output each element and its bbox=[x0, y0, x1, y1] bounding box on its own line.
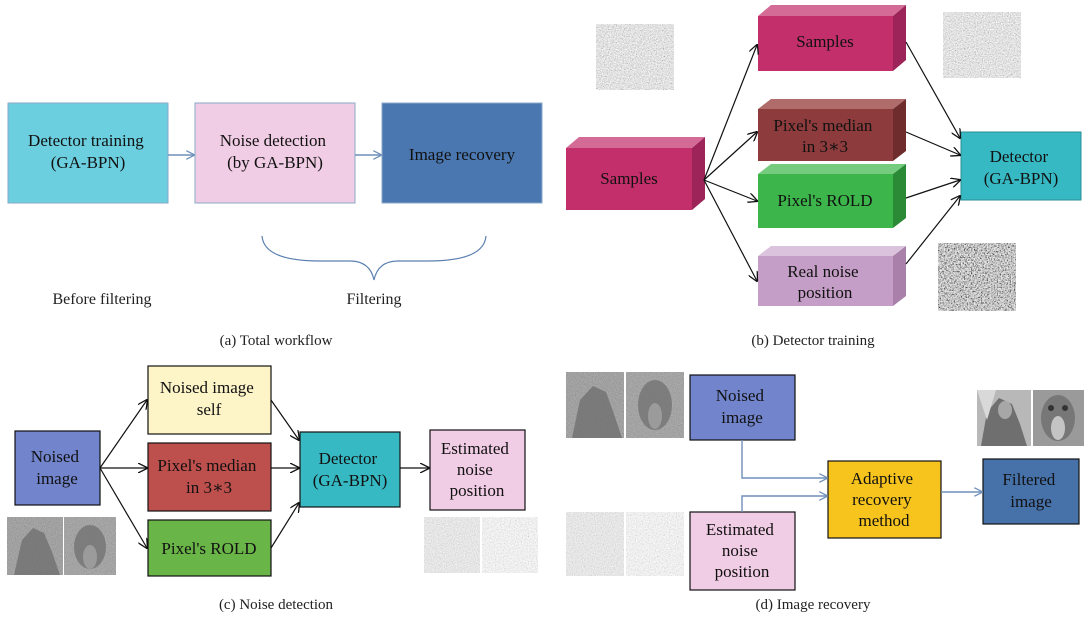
rold-label-c: Pixel's ROLD bbox=[161, 539, 256, 558]
noised-image-box-c bbox=[14, 430, 101, 506]
samples-top-label: Samples bbox=[796, 32, 854, 51]
adaptive-recovery-box bbox=[827, 460, 942, 539]
panel-d: Noised image Estimated noise position Ad… bbox=[566, 372, 1084, 613]
estimated-box-d bbox=[689, 511, 796, 591]
samples-left-block bbox=[566, 137, 705, 210]
arrow-c1 bbox=[99, 400, 147, 469]
real-noise-label: Real noise position bbox=[787, 262, 863, 302]
baboon-thumbnail-c bbox=[64, 517, 116, 575]
median-label-b: Pixel's median in 3∗3 bbox=[773, 116, 876, 156]
lena-thumbnail-c bbox=[7, 517, 63, 575]
real-noise-block bbox=[758, 246, 906, 306]
filtered-image-label: Filtered image bbox=[1002, 470, 1059, 511]
rold-block-b bbox=[758, 164, 906, 228]
filtering-label: Filtering bbox=[346, 291, 401, 308]
noise-thumbnail-b3 bbox=[938, 243, 1016, 311]
lena-thumbnail-d bbox=[566, 372, 624, 438]
samples-top-block bbox=[758, 5, 906, 71]
panel-c: Noised image Noised image self Pixel's m… bbox=[7, 365, 538, 613]
adaptive-recovery-label: Adaptive recovery method bbox=[851, 469, 918, 530]
detector-label-c: Detector (GA-BPN) bbox=[313, 449, 388, 490]
image-recovery-label: Image recovery bbox=[409, 145, 516, 164]
image-recovery-box bbox=[381, 102, 543, 204]
arrow-b4 bbox=[703, 179, 757, 281]
before-filtering-label: Before filtering bbox=[52, 291, 151, 308]
estimated-label-c: Estimated noise position bbox=[441, 439, 513, 500]
noise-thumbnail-c1 bbox=[424, 517, 480, 573]
median-block-b bbox=[758, 99, 906, 161]
detector-box-c bbox=[299, 431, 401, 508]
detector-label-b: Detector (GA-BPN) bbox=[984, 147, 1059, 188]
noised-image-self-box bbox=[147, 365, 272, 435]
caption-a: (a) Total workflow bbox=[220, 333, 333, 349]
noise-thumbnail-b2 bbox=[943, 12, 1021, 78]
caption-c: (c) Noise detection bbox=[219, 597, 334, 613]
median-label-c: Pixel's median in 3∗3 bbox=[157, 456, 260, 497]
noise-thumbnail-b1 bbox=[596, 24, 674, 90]
noise-thumbnail-d2 bbox=[626, 512, 684, 576]
caption-d: (d) Image recovery bbox=[756, 597, 871, 613]
arrow-b6 bbox=[905, 131, 960, 155]
lena-filtered-thumbnail bbox=[977, 390, 1031, 446]
noised-image-label-c: Noised image bbox=[31, 447, 83, 488]
arrow-b8 bbox=[905, 196, 960, 265]
noised-image-label-d: Noised image bbox=[716, 386, 768, 427]
samples-left-label: Samples bbox=[600, 169, 658, 188]
noise-thumbnail-c2 bbox=[482, 517, 538, 573]
panel-b: Samples Samples Pixel's median in 3∗3 Pi… bbox=[566, 5, 1082, 349]
noise-detection-label: Noise detection (by GA-BPN) bbox=[220, 131, 330, 172]
filtered-image-box bbox=[982, 458, 1080, 525]
panel-a: Detector training (GA-BPN) Noise detecti… bbox=[7, 102, 543, 349]
noised-image-self-label: Noised image self bbox=[160, 378, 258, 419]
estimated-label-d: Estimated noise position bbox=[706, 520, 778, 581]
arrow-c6 bbox=[270, 503, 299, 549]
filtering-brace bbox=[261, 235, 487, 281]
baboon-filtered-thumbnail bbox=[1033, 390, 1084, 446]
median-box-c bbox=[147, 442, 272, 512]
rold-label-b: Pixel's ROLD bbox=[777, 191, 872, 210]
caption-b: (b) Detector training bbox=[751, 333, 875, 349]
detector-box-b bbox=[960, 131, 1082, 201]
arrow-b3 bbox=[703, 179, 757, 201]
arrow-d1 bbox=[741, 440, 827, 478]
estimated-box-c bbox=[429, 429, 526, 511]
arrow-b2 bbox=[703, 132, 757, 181]
detector-training-label: Detector training (GA-BPN) bbox=[28, 131, 148, 172]
baboon-thumbnail-d bbox=[626, 372, 684, 438]
noise-thumbnail-d1 bbox=[566, 512, 624, 576]
arrow-c4 bbox=[270, 399, 299, 440]
arrow-b7 bbox=[905, 180, 960, 199]
noised-image-box-d bbox=[689, 374, 796, 441]
arrow-c3 bbox=[99, 467, 147, 548]
arrow-b1 bbox=[703, 45, 757, 181]
arrow-b5 bbox=[905, 41, 960, 138]
arrow-d2 bbox=[741, 496, 827, 512]
rold-box-c bbox=[147, 519, 272, 577]
detector-training-box bbox=[7, 102, 169, 204]
noise-detection-box bbox=[194, 102, 356, 204]
